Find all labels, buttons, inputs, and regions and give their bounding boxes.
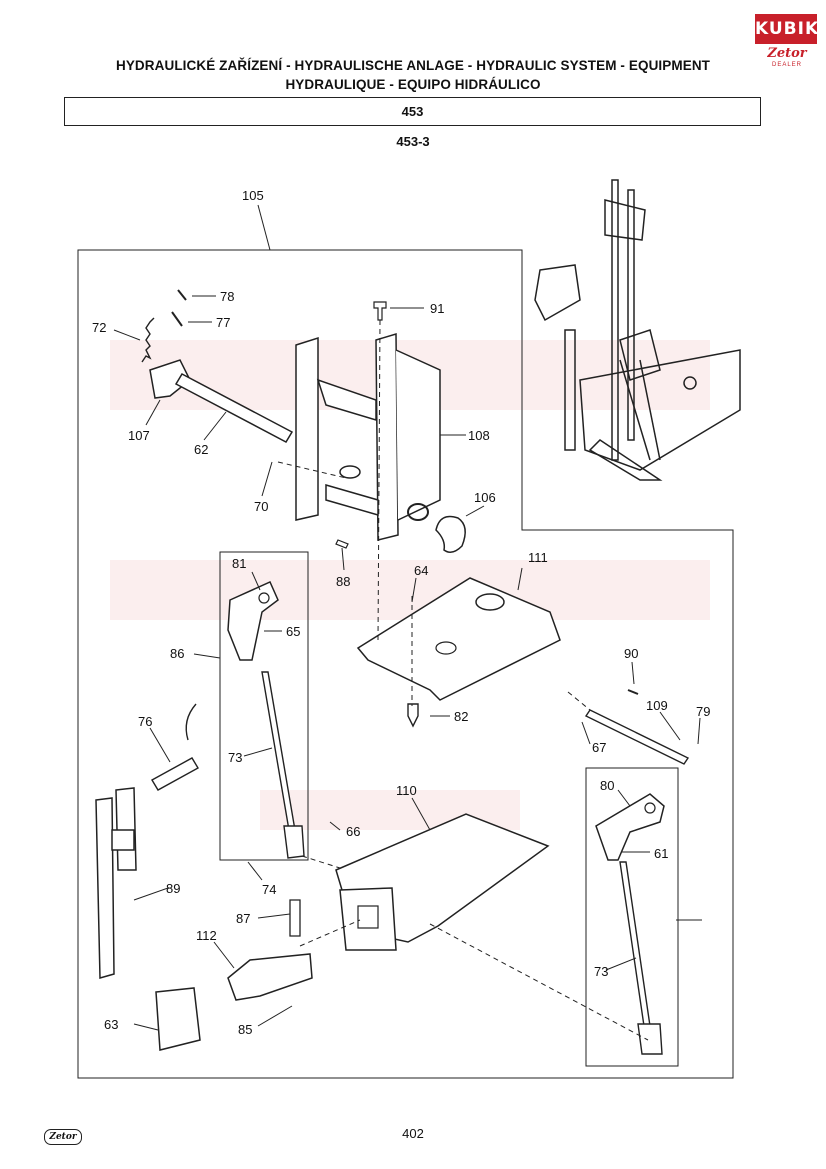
callout-67: 67 <box>592 740 606 755</box>
callout-90: 90 <box>624 646 638 661</box>
part-106-bushing <box>435 515 466 553</box>
part-73-rod-right-eye <box>637 1023 663 1055</box>
part-111-plate <box>356 577 561 701</box>
callout-61: 89 <box>166 881 180 896</box>
part-74-pin <box>289 899 301 937</box>
callout-74: 87 <box>236 911 250 926</box>
callout-65-right: 61 <box>654 846 668 861</box>
footer-zetor-logo: Zetor <box>44 1129 82 1145</box>
callout-111: 111 <box>528 550 548 565</box>
part-77-pin <box>171 311 183 327</box>
callout-106: 106 <box>474 490 496 505</box>
part-73-rod-left-eye <box>283 825 305 859</box>
callout-73-right: 73 <box>594 964 608 979</box>
callout-86: 86 <box>170 646 184 661</box>
callout-63: 85 <box>238 1022 252 1037</box>
callout-110: 110 <box>396 783 417 798</box>
part-73-rod-right <box>619 861 651 1027</box>
subgroup-number: 453-3 <box>396 134 430 149</box>
assembly-frame <box>77 249 734 1079</box>
page-number: 402 <box>402 1126 424 1141</box>
callout-70: 70 <box>254 499 268 514</box>
part-87-hook <box>227 953 313 1001</box>
page-title-line1: HYDRAULICKÉ ZAŘÍZENÍ - HYDRAULISCHE ANLA… <box>115 58 711 73</box>
callout-79: 79 <box>696 704 710 719</box>
callout-108: 108 <box>468 428 490 443</box>
dealer-logo-text: DEALER <box>771 62 802 68</box>
callout-91: 91 <box>430 301 444 316</box>
callout-72: 72 <box>92 320 106 335</box>
callout-65-left: 65 <box>286 624 300 639</box>
reference-assembly-sketch <box>534 179 741 481</box>
callout-88: 88 <box>336 574 350 589</box>
callout-62: 62 <box>194 442 208 457</box>
callout-82: 82 <box>454 709 468 724</box>
alignment-lines <box>277 319 649 1041</box>
part-107-lever <box>149 359 191 399</box>
part-80-lever <box>595 793 665 861</box>
assembly-callout-105: 105 <box>242 188 264 203</box>
callout-64: 64 <box>414 563 428 578</box>
callout-89: 74 <box>262 882 276 897</box>
callout-80: 80 <box>600 778 614 793</box>
callout-66: 66 <box>346 824 360 839</box>
part-78-pin <box>177 289 187 301</box>
callout-112: 63 <box>104 1017 118 1032</box>
part-106-ring <box>407 503 429 521</box>
callout-73-left: 73 <box>228 750 242 765</box>
part-109-shaft <box>584 709 690 765</box>
part-81-lever <box>227 581 279 661</box>
part-90-pin <box>627 689 639 695</box>
zetor-logo-text: Zetor <box>767 46 807 61</box>
callout-81: 81 <box>232 556 246 571</box>
callout-107: 107 <box>128 428 150 443</box>
callout-76: 76 <box>138 714 152 729</box>
part-72-spring <box>141 317 155 363</box>
subassembly-85-box <box>585 767 679 1067</box>
kubik-zetor-logo: KUBIK Zetor DEALER <box>755 14 818 70</box>
callout-77: 77 <box>216 315 230 330</box>
group-number-box: 453 <box>64 97 761 126</box>
part-88-bolt <box>335 539 349 549</box>
part-76-pin <box>151 757 199 791</box>
page-title-line2: HYDRAULIQUE - EQUIPO HIDRÁULICO <box>285 77 541 92</box>
leader-lines <box>113 295 702 1031</box>
part-61-upright <box>95 787 137 979</box>
subassembly-86-box <box>219 551 309 861</box>
callout-109: 109 <box>646 698 668 713</box>
part-108-bracket <box>295 332 441 541</box>
callout-78: 78 <box>220 289 234 304</box>
kubik-logo-text: KUBIK <box>755 14 818 44</box>
part-82-stud <box>407 703 419 728</box>
part-112-clamp <box>155 987 201 1051</box>
assembly-leader <box>257 204 271 251</box>
callout-87: 112 <box>196 928 217 943</box>
part-62-shaft <box>174 373 294 443</box>
part-91-bolt <box>373 301 387 321</box>
